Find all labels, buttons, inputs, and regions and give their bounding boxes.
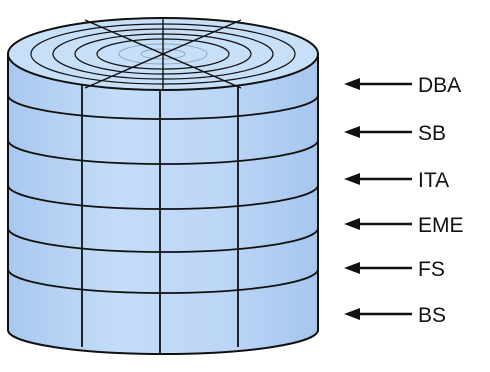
- layer-label-fs: FS: [418, 258, 445, 281]
- arrow-head-icon: [344, 262, 360, 274]
- arrow-head-icon: [344, 126, 360, 138]
- layer-boundary: [7, 139, 319, 165]
- layer-label-bs: BS: [418, 304, 446, 327]
- arrow-head-icon: [344, 308, 360, 320]
- layer-label-dba: DBA: [418, 74, 461, 97]
- arrow-head-icon: [344, 218, 360, 230]
- layer-label-ita: ITA: [418, 169, 449, 192]
- layer-label-sb: SB: [418, 122, 446, 145]
- layer-boundary: [7, 94, 319, 120]
- layer-annotations: DBA SB ITA EME FS BS: [344, 74, 464, 327]
- layer-boundary: [7, 184, 319, 210]
- annotation-sb: SB: [344, 122, 446, 145]
- annotation-eme: EME: [344, 214, 464, 237]
- annotation-bs: BS: [344, 304, 446, 327]
- arrow-head-icon: [344, 78, 360, 90]
- annotation-fs: FS: [344, 258, 445, 281]
- layer-boundary: [7, 268, 319, 294]
- cylinder: [7, 17, 319, 355]
- annotation-ita: ITA: [344, 169, 449, 192]
- arrow-head-icon: [344, 173, 360, 185]
- layer-boundary: [7, 227, 319, 253]
- annotation-dba: DBA: [344, 74, 461, 97]
- layer-label-eme: EME: [418, 214, 464, 237]
- cylinder-body: [7, 53, 319, 355]
